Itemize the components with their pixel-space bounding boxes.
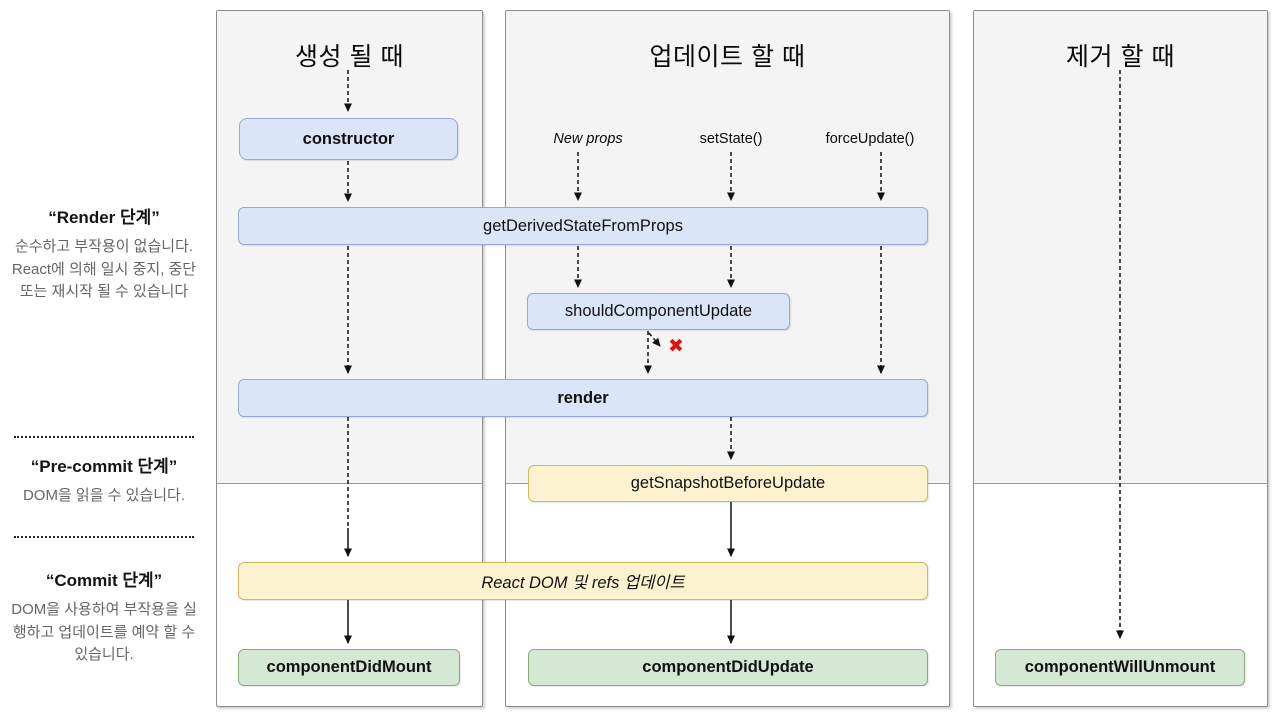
- render-phase-description: 순수하고 부작용이 없습니다. React에 의해 일시 중지, 중단 또는 재…: [11, 238, 197, 300]
- render-node[interactable]: render: [238, 379, 928, 417]
- commit-phase-label: “Commit 단계” DOM을 사용하여 부작용을 실행하고 업데이트를 예약…: [6, 566, 202, 667]
- setstate-label: setState(): [699, 131, 763, 147]
- unmount-column-panel: 제거 할 때: [973, 10, 1268, 707]
- mount-column-title: 생성 될 때: [295, 43, 404, 71]
- update-column-panel: 업데이트 할 때: [505, 10, 950, 707]
- phase-separator: [14, 536, 194, 538]
- update-column-title: 업데이트 할 때: [649, 43, 806, 71]
- get-derived-state-from-props-node[interactable]: getDerivedStateFromProps: [238, 207, 928, 245]
- constructor-node[interactable]: constructor: [239, 118, 458, 160]
- unmount-column-title: 제거 할 때: [1066, 43, 1175, 71]
- commit-phase-description: DOM을 사용하여 부작용을 실행하고 업데이트를 예약 할 수 있습니다.: [11, 601, 197, 663]
- render-phase-background: [974, 11, 1267, 484]
- precommit-phase-title: “Pre-commit 단계”: [30, 457, 178, 476]
- precommit-phase-label: “Pre-commit 단계” DOM을 읽을 수 있습니다.: [6, 452, 202, 508]
- update-cancelled-icon: ✖: [668, 336, 684, 357]
- phase-separator: [14, 436, 194, 438]
- component-did-update-node[interactable]: componentDidUpdate: [528, 649, 928, 686]
- mount-column-panel: 생성 될 때: [216, 10, 483, 707]
- component-did-mount-node[interactable]: componentDidMount: [238, 649, 460, 686]
- render-phase-label: “Render 단계” 순수하고 부작용이 없습니다. React에 의해 일시…: [6, 203, 202, 304]
- render-phase-title: “Render 단계”: [48, 208, 160, 227]
- react-dom-update-node: React DOM 및 refs 업데이트: [238, 562, 928, 600]
- component-will-unmount-node[interactable]: componentWillUnmount: [995, 649, 1245, 686]
- get-snapshot-before-update-node[interactable]: getSnapshotBeforeUpdate: [528, 465, 928, 502]
- should-component-update-node[interactable]: shouldComponentUpdate: [527, 293, 790, 330]
- new-props-label: New props: [553, 131, 623, 147]
- precommit-phase-description: DOM을 읽을 수 있습니다.: [22, 487, 186, 504]
- forceupdate-label: forceUpdate(): [825, 131, 915, 147]
- commit-phase-title: “Commit 단계”: [45, 571, 163, 590]
